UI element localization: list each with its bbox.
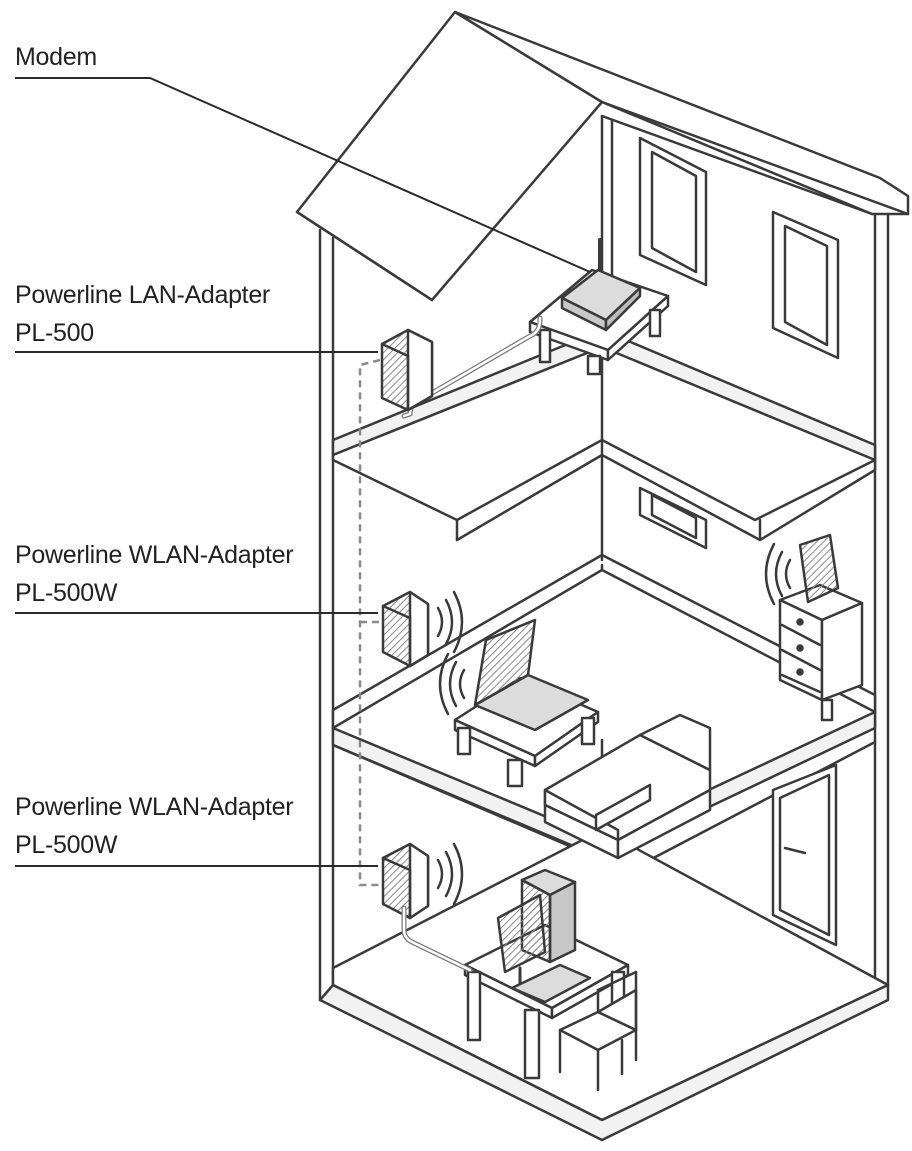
powerline-wlan-adapter-upper — [381, 590, 464, 668]
wlan-device-dresser — [764, 533, 840, 606]
label-wlan-adapter-upper-line1: Powerline WLAN-Adapter — [15, 541, 294, 569]
label-wlan-adapter-lower-line2: PL-500W — [15, 831, 118, 859]
leader-lines — [15, 77, 591, 867]
modem-device — [560, 238, 642, 332]
powerline-wlan-adapter-lower — [381, 842, 464, 920]
label-lan-adapter-line2: PL-500 — [15, 319, 94, 347]
floor-slab-top — [331, 328, 877, 542]
chair — [558, 970, 638, 1092]
network-cable-modem-inner — [402, 316, 542, 418]
powerline-lan-adapter — [380, 328, 434, 412]
label-lan-adapter-line1: Powerline LAN-Adapter — [15, 281, 270, 309]
roof — [295, 10, 910, 302]
sofa — [543, 713, 712, 860]
label-modem: Modem — [15, 43, 97, 71]
label-wlan-adapter-lower-line1: Powerline WLAN-Adapter — [15, 793, 294, 821]
powerline-dashed-connection — [358, 358, 382, 887]
label-wlan-adapter-upper-line2: PL-500W — [15, 579, 118, 607]
door — [771, 763, 838, 947]
dresser — [778, 583, 864, 722]
leader-modem — [15, 77, 591, 273]
keyboard — [510, 963, 592, 1004]
monitor — [496, 893, 547, 987]
laptop — [438, 618, 590, 732]
windows — [638, 136, 840, 550]
network-cable-computer-inner — [402, 906, 472, 972]
